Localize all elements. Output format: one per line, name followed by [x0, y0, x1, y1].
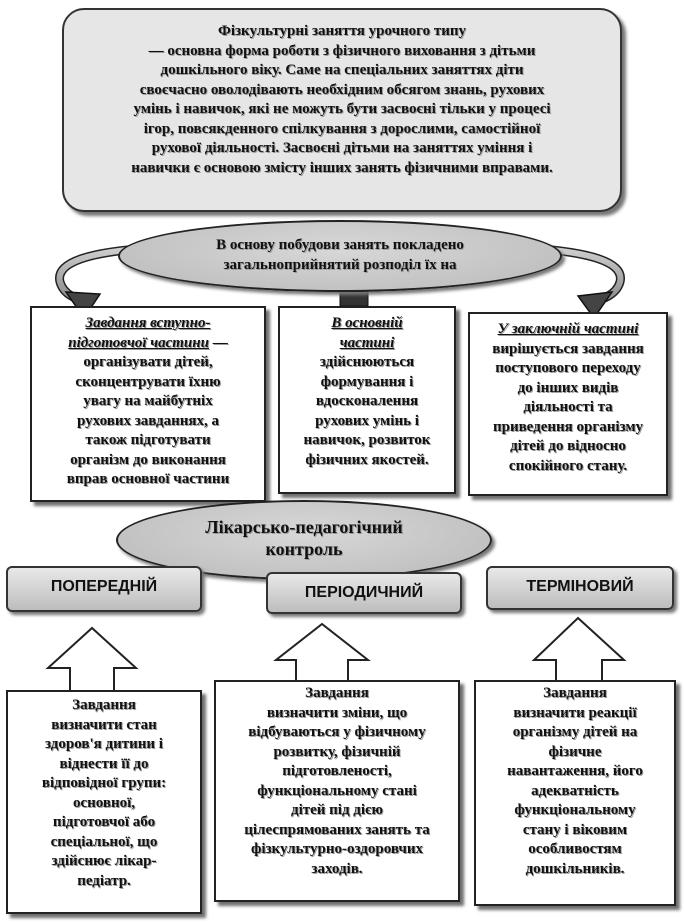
intro-line: рухової діяльності. Засвоєні дітьми на з… [151, 140, 533, 156]
part-line: діяльності та [523, 399, 613, 415]
part-line: навичок, розвиток [303, 432, 431, 448]
part-line: вдосконалення [315, 393, 419, 409]
part-line: рухових завданнях, а [77, 412, 219, 429]
division-line: загальноприйнятий розподіл їх на [223, 256, 457, 273]
intro-line: навички є основою змісту інших занять фі… [131, 159, 553, 176]
up-arrow-center [273, 622, 371, 685]
type-label: ПЕРІОДИЧНИЙ [304, 584, 424, 601]
part-line: організм до виконання [70, 451, 226, 468]
task-line: педіатр. [77, 872, 131, 889]
task-line: дітей під дією [290, 802, 384, 818]
intro-line: ігор, повсякденного спілкування з доросл… [143, 120, 541, 137]
part-line: здійснюються [319, 354, 415, 370]
task-line: віднести її до [59, 755, 149, 772]
right-arrow-head [576, 291, 614, 320]
task-line: визначити реакції [513, 704, 637, 721]
intro-box: Фізкультурні заняття урочного типу — осн… [62, 8, 622, 212]
task-line: підготовчої або [52, 814, 156, 830]
division-ellipse: В основу побудови занять покладено загал… [118, 220, 562, 292]
control-line: контроль [265, 539, 343, 559]
intro-line: — основна форма роботи з фізичного вихов… [148, 42, 536, 59]
task-line: визначити стан [51, 716, 157, 733]
task-line: відбуваються у фізичному [248, 724, 426, 740]
task-line: розвитку, фізичній [273, 743, 401, 760]
part-line: дітей до відносно [510, 438, 626, 454]
type-tab-urgent: ТЕРМІНОВИЙ [486, 566, 674, 610]
task-line: функціональному стані [257, 782, 417, 799]
task-line: здійснює лікар- [51, 853, 157, 869]
part-line: рухових умінь і [315, 412, 419, 429]
task-line: організму дітей на [512, 724, 638, 740]
task-line: цілеспрямованих занять та [244, 821, 430, 838]
task-line: адекватність [531, 782, 619, 799]
part-line: до інших видів [517, 379, 619, 396]
part-heading: підготовчої частини — [68, 334, 228, 351]
task-line: основної, [72, 794, 136, 811]
part-box-intro: Завдання вступно- підготовчої частини — … [30, 306, 266, 502]
part-heading: У заключній частині [497, 321, 639, 337]
type-label: ПОПЕРЕДНІЙ [50, 578, 158, 595]
control-ellipse: Лікарсько-педагогічний контроль [116, 500, 492, 580]
type-tab-periodic: ПЕРІОДИЧНИЙ [266, 572, 462, 614]
task-line: відповідної групи: [41, 775, 167, 791]
task-line: навантаження, його [507, 763, 643, 779]
part-line: приведення організму [492, 418, 644, 435]
task-heading: Завдання [72, 697, 136, 713]
task-line: підготовленості, [282, 763, 392, 779]
task-heading: Завдання [543, 685, 607, 701]
task-line: фізкультурно-оздоровчих [250, 841, 423, 857]
part-line: сконцентрувати їхню [75, 373, 221, 390]
task-line: здоров'я дитини і [45, 736, 163, 752]
task-line: заходів. [311, 860, 363, 877]
part-heading: Завдання вступно- [85, 315, 211, 331]
up-arrow-left [45, 626, 139, 695]
type-tab-preliminary: ПОПЕРЕДНІЙ [6, 566, 202, 612]
task-line: дошкільників. [525, 860, 625, 877]
part-heading: В основній [331, 315, 403, 331]
task-line: фізичне [548, 743, 602, 760]
part-line: організувати дітей, [83, 354, 213, 370]
part-line: поступового переходу [495, 360, 641, 376]
type-label: ТЕРМІНОВИЙ [526, 578, 634, 595]
task-box-preliminary: Завдання визначити стан здоров'я дитини … [6, 690, 202, 914]
part-line: вирішується завдання [492, 340, 644, 357]
part-heading: частині [339, 334, 395, 351]
task-line: стану і віковим [522, 821, 628, 838]
part-line: формування і [320, 373, 414, 390]
task-line: функціональному [514, 802, 636, 818]
task-line: визначити зміни, що [266, 704, 408, 721]
intro-line: умінь і навичок, які не можуть бути засв… [133, 101, 551, 117]
task-box-periodic: Завдання визначити зміни, що відбуваютьс… [214, 680, 460, 902]
part-box-main: В основній частині здійснюються формуван… [278, 306, 456, 494]
part-line: вправ основної частини [66, 471, 230, 487]
task-line: спеціальної, що [50, 833, 158, 850]
control-line: Лікарсько-педагогічний [205, 517, 403, 537]
task-line: особливостям [528, 841, 622, 857]
part-line: фізичних якостей. [305, 451, 429, 468]
intro-title: Фізкультурні заняття урочного типу [217, 23, 467, 39]
part-line: увагу на майбутніх [83, 393, 213, 409]
task-box-urgent: Завдання визначити реакції організму діт… [474, 680, 676, 906]
intro-line: дошкільного віку. Саме на спеціальних за… [160, 62, 524, 78]
division-line: В основу побудови занять покладено [216, 237, 464, 253]
task-heading: Завдання [305, 685, 369, 701]
center-down-connector [339, 289, 369, 307]
part-line: спокійного стану. [508, 457, 628, 474]
part-box-final: У заключній частині вирішується завдання… [468, 312, 668, 496]
part-line: також підготувати [85, 432, 211, 448]
up-arrow-right [531, 616, 627, 685]
intro-line: своєчасно оволодівають необхідним обсяго… [139, 81, 545, 98]
